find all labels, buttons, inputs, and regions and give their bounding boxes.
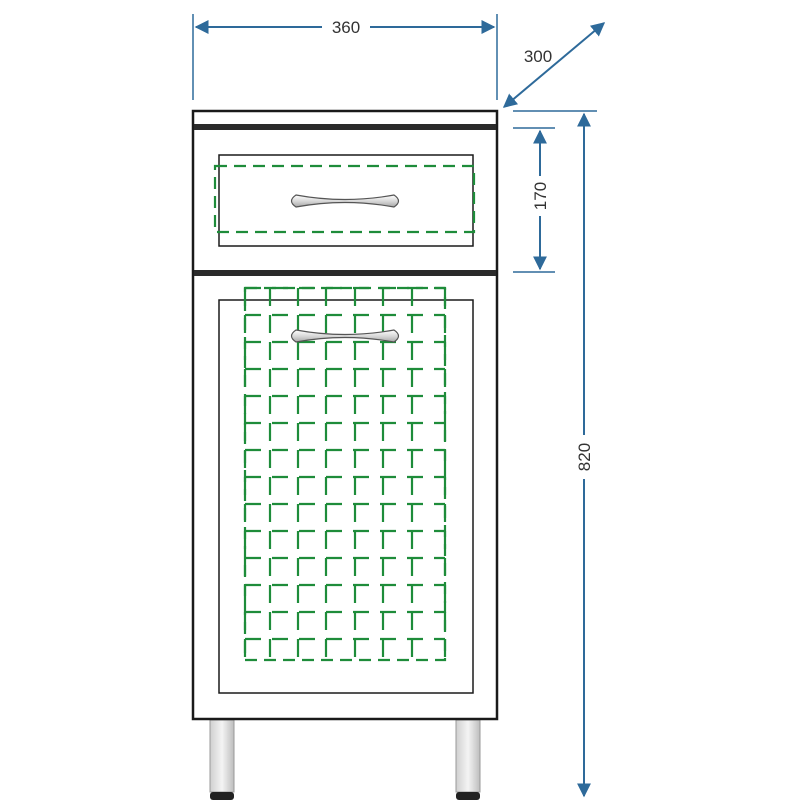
cabinet-body <box>191 109 499 721</box>
depth-dimension-line <box>502 22 606 108</box>
door-panel <box>218 299 474 694</box>
depth-dimension: 300 <box>502 22 606 108</box>
drawer-door-divider <box>194 270 496 276</box>
laundry-basket-grid <box>243 286 447 662</box>
door[interactable] <box>218 286 474 694</box>
drawer-height-label: 170 <box>531 182 550 210</box>
handle-icon[interactable] <box>290 329 400 343</box>
depth-label: 300 <box>524 47 552 66</box>
drawer[interactable] <box>213 154 476 247</box>
width-label: 360 <box>332 18 360 37</box>
leg-right <box>455 719 481 793</box>
width-dimension: 360 <box>192 14 498 100</box>
drawer-height-dimension: 170 <box>513 127 555 273</box>
countertop-band <box>194 124 496 130</box>
total-height-label: 820 <box>575 443 594 471</box>
leg-foot-right <box>456 792 480 800</box>
basket-frame <box>243 286 447 662</box>
leg-left <box>209 719 235 793</box>
leg-foot-left <box>210 792 234 800</box>
drawer-basket-outline <box>213 164 476 234</box>
cabinet-legs <box>209 719 481 800</box>
handle-icon[interactable] <box>290 194 400 208</box>
total-height-dimension: 820 <box>513 110 597 798</box>
